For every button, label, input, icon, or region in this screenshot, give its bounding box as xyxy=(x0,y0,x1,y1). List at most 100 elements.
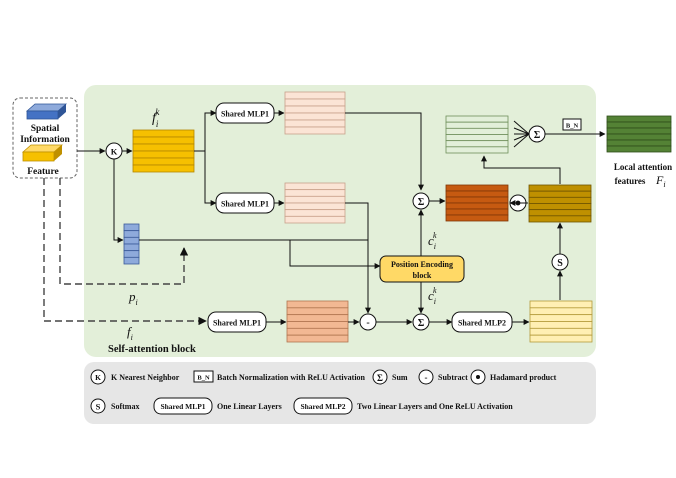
matrix-row xyxy=(284,182,346,191)
spatial-info-icon xyxy=(25,103,68,120)
matrix-row xyxy=(606,127,672,135)
matrix-row xyxy=(132,157,195,166)
legend-sum-text: Sum xyxy=(392,373,408,382)
cik-label-top: cik xyxy=(428,231,437,251)
softmax-symbol: S xyxy=(557,258,563,269)
output-matrix xyxy=(606,115,672,153)
matrix-row xyxy=(123,236,140,245)
self-attention-block-label: Self-attention block xyxy=(108,344,196,355)
matrix-row xyxy=(286,334,349,343)
legend-softmax-icon xyxy=(90,398,106,414)
matrix-row xyxy=(286,321,349,329)
matrix-row xyxy=(284,195,346,204)
matrix-row xyxy=(606,133,672,141)
feature-icon xyxy=(21,144,64,162)
spatial-label-2: Information xyxy=(20,135,70,145)
arrow-key-subtract xyxy=(345,202,371,314)
matrix-row xyxy=(445,140,509,148)
matrix-row xyxy=(528,215,592,223)
matrix-row xyxy=(529,334,593,343)
legend-bn-icon xyxy=(193,370,214,383)
matrix-row xyxy=(529,314,593,322)
arrow-fik-mlp1-mid xyxy=(204,151,217,206)
matrix-row xyxy=(528,203,592,211)
matrix-row xyxy=(606,139,672,147)
matrix-row xyxy=(286,327,349,336)
matrix-row xyxy=(528,196,592,204)
legend-mlp2-icon xyxy=(293,397,353,415)
matrix-row xyxy=(123,243,140,252)
legend-subtract-icon xyxy=(418,369,434,385)
pi-label: pi xyxy=(128,289,138,307)
matrix-row xyxy=(123,256,140,265)
legend-knn-icon xyxy=(90,369,106,385)
position-matrix xyxy=(123,223,140,265)
shared-mlp1-bottom-label: Shared MLP1 xyxy=(213,319,261,328)
legend-sum-icon xyxy=(372,369,388,385)
legend-mlp1-icon xyxy=(153,397,213,415)
matrix-row xyxy=(606,145,672,153)
matrix-row xyxy=(445,134,509,142)
matrix-row xyxy=(284,105,346,114)
svg-text:-: - xyxy=(425,373,428,383)
legend-knn-text: K Nearest Neighbor xyxy=(111,373,180,382)
spatial-label-1: Spatial xyxy=(31,124,60,134)
matrix-row xyxy=(123,230,140,238)
output-label-2: features xyxy=(615,176,646,186)
output-var: Fi xyxy=(655,173,666,189)
legend-mlp1-text: One Linear Layers xyxy=(217,402,282,411)
shared-mlp1-mid-label: Shared MLP1 xyxy=(221,200,269,209)
svg-text:Σ: Σ xyxy=(377,373,383,383)
aggregated-matrix xyxy=(445,115,509,154)
cik-label-bottom: cik xyxy=(428,286,437,306)
matrix-row xyxy=(445,121,509,129)
bn-label: B_N xyxy=(566,123,579,130)
legend-bg xyxy=(84,362,596,424)
svg-text:Shared MLP1: Shared MLP1 xyxy=(160,402,205,411)
matrix-row xyxy=(445,202,509,210)
matrix-row xyxy=(286,314,349,322)
matrix-row xyxy=(445,190,509,198)
legend-hadamard-text: Hadamard product xyxy=(490,373,557,382)
value-matrix xyxy=(286,300,349,343)
matrix-row xyxy=(284,189,346,197)
svg-text:Shared MLP2: Shared MLP2 xyxy=(300,402,345,411)
matrix-row xyxy=(529,307,593,316)
matrix-row xyxy=(132,143,195,152)
feature-label: Feature xyxy=(27,167,58,177)
sum-symbol-1: Σ xyxy=(418,197,425,208)
legend-subtract-text: Subtract xyxy=(438,373,468,382)
dashed-p-route xyxy=(59,178,189,285)
neighbor-feature-matrix xyxy=(132,129,195,173)
matrix-row xyxy=(286,300,349,309)
shared-mlp2-label: Shared MLP2 xyxy=(458,319,506,328)
pe-label-2: block xyxy=(413,271,432,280)
matrix-row xyxy=(445,196,509,204)
fik-label: fik xyxy=(152,107,160,129)
matrix-row xyxy=(606,115,672,123)
matrix-row xyxy=(529,327,593,336)
matrix-row xyxy=(529,321,593,329)
matrix-row xyxy=(284,98,346,107)
matrix-row xyxy=(132,129,195,138)
matrix-row xyxy=(528,209,592,217)
arrow-olive-green xyxy=(481,155,561,184)
matrix-row xyxy=(445,184,509,192)
matrix-row xyxy=(123,223,140,232)
matrix-row xyxy=(284,209,346,217)
bn-box xyxy=(562,118,582,131)
query-matrix xyxy=(284,91,346,135)
shared-mlp1-top-label: Shared MLP1 xyxy=(221,110,269,119)
position-encoding-block xyxy=(379,255,465,283)
matrix-row xyxy=(284,126,346,135)
legend-mlp2-text: Two Linear Layers and One ReLU Activatio… xyxy=(357,402,513,411)
arrow-knn-position xyxy=(113,159,124,243)
matrix-row xyxy=(132,164,195,173)
weighted-matrix xyxy=(528,184,592,223)
matrix-row xyxy=(123,250,140,258)
matrix-row xyxy=(284,112,346,121)
legend-bn-text: Batch Normalization with ReLU Activation xyxy=(217,373,366,382)
encoding-matrix xyxy=(529,300,593,343)
